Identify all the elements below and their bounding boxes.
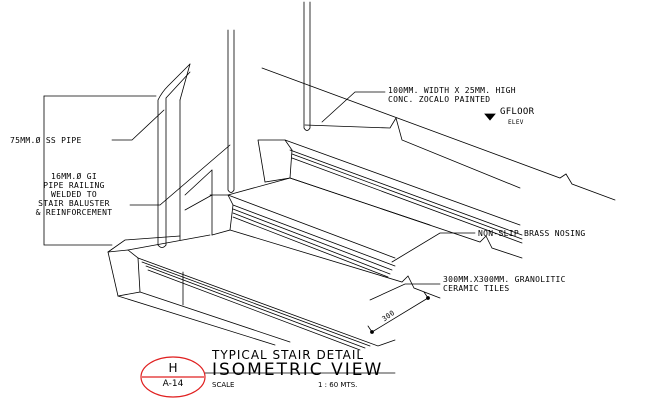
floor-mark-label: GFLOOR xyxy=(500,107,535,117)
floor-mark-icon xyxy=(484,113,496,121)
nosing-note: NON-SLIP BRASS NOSING xyxy=(478,229,586,238)
landing-edge xyxy=(304,116,521,189)
scale-value: 1 : 60 MTS. xyxy=(318,381,358,389)
ss-pipe-rail xyxy=(157,63,191,246)
floor-elev-label: ELEV xyxy=(508,119,524,126)
tiles-line: 300MM.X300MM. GRANOLITIC xyxy=(443,275,566,284)
detail-subtitle: TYPICAL STAIR DETAIL xyxy=(212,348,365,362)
zocalo-line: CONC. ZOCALO PAINTED xyxy=(388,95,491,104)
gi-railing-line: WELDED TO xyxy=(50,190,98,199)
bubble-letter: H xyxy=(168,361,178,375)
leader-tiles xyxy=(369,283,441,301)
gi-railing-line: 16MM.Ø GI xyxy=(50,172,98,181)
bubble-sheet: A-14 xyxy=(162,379,184,389)
step-middle xyxy=(209,194,234,236)
detail-title: ISOMETRIC VIEW xyxy=(212,360,384,380)
step-top xyxy=(257,139,293,183)
gi-railing-line: STAIR BALUSTER xyxy=(38,199,110,208)
ss-pipe-note: 75MM.Ø SS PIPE xyxy=(10,136,82,145)
gi-railing-note: 16MM.Ø GI PIPE RAILING WELDED TO STAIR B… xyxy=(18,172,130,217)
leader-zocalo xyxy=(321,91,386,123)
leader-ss-pipe xyxy=(111,109,165,141)
upper-floor-edge xyxy=(261,67,616,201)
gi-railing-post xyxy=(227,29,235,193)
step-bottom xyxy=(107,249,141,297)
upper-post xyxy=(303,1,311,131)
gi-railing-line: PIPE RAILING xyxy=(43,181,105,190)
tiles-note: 300MM.X300MM. GRANOLITIC CERAMIC TILES xyxy=(443,275,566,293)
scale-label: SCALE xyxy=(212,381,235,389)
leader-gi xyxy=(129,144,231,206)
leader-nosing xyxy=(391,232,476,263)
dimension-line xyxy=(371,297,429,333)
zocalo-note: 100MM. WIDTH X 25MM. HIGH CONC. ZOCALO P… xyxy=(388,86,516,104)
tiles-line: CERAMIC TILES xyxy=(443,284,510,293)
zocalo-line: 100MM. WIDTH X 25MM. HIGH xyxy=(388,86,516,95)
gi-railing-line: & REINFORCEMENT xyxy=(35,208,113,217)
detail-bubble xyxy=(140,356,206,398)
